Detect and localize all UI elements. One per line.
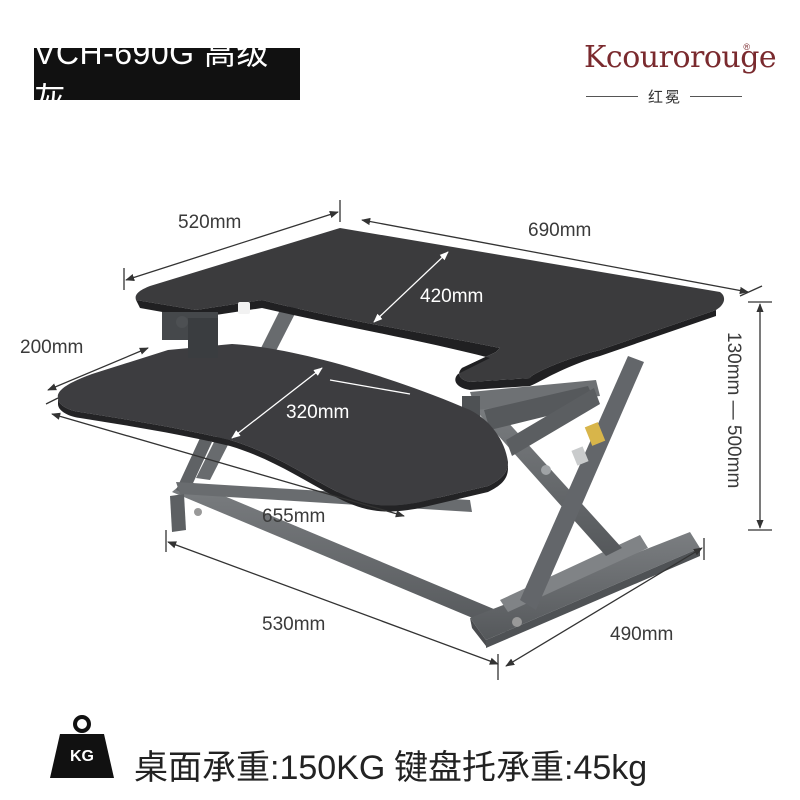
keyboard-load-capacity: 键盘托承重:45kg [394, 749, 648, 787]
brand-logo: Kcourorouge ® 红冕 [580, 40, 777, 110]
weight-kg-icon: KG [46, 714, 118, 780]
dim-top-width: 690mm [528, 220, 592, 241]
load-capacity-footer: KG 桌面承重:150KG 键盘托承重:45kg [0, 710, 800, 800]
dim-base-depth: 490mm [610, 624, 674, 645]
registered-mark: ® [743, 42, 750, 52]
dim-top-inner-depth: 420mm [420, 286, 484, 307]
dim-keyboard-depth: 200mm [20, 337, 84, 358]
kg-icon-label: KG [70, 748, 94, 765]
brand-chinese-name: 红冕 [647, 89, 682, 106]
brand-divider-right [690, 96, 742, 97]
dim-base-width: 530mm [262, 614, 326, 635]
keyboard-tray [57, 344, 509, 512]
brand-name: Kcourorouge [584, 40, 777, 75]
dim-height-range: 130mm — 500mm [723, 332, 744, 489]
dim-top-depth: 520mm [178, 212, 242, 233]
dimension-lines [45, 200, 772, 680]
brand-divider-left [586, 96, 638, 97]
dim-keyboard-inner-depth: 320mm [286, 402, 350, 423]
dim-keyboard-width: 655mm [262, 506, 326, 527]
inner-dimension-lines [231, 251, 449, 439]
desk-load-capacity: 桌面承重:150KG [134, 749, 386, 787]
